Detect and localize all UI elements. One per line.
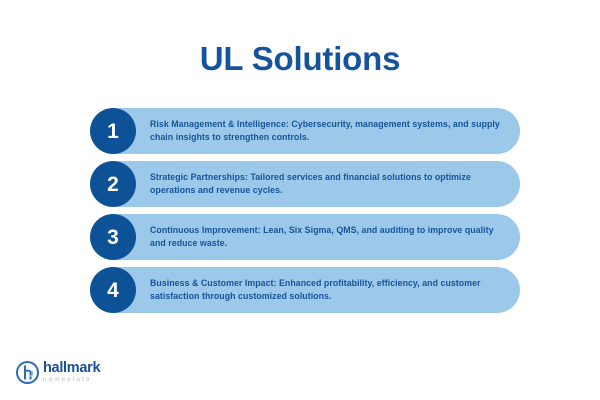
logo-name: hallmark bbox=[43, 360, 101, 376]
list-item-number-badge: 3 bbox=[90, 214, 136, 260]
logo-subtitle: nameplate bbox=[43, 376, 92, 383]
hallmark-h-circle-icon bbox=[16, 361, 39, 384]
list-item-pill bbox=[96, 108, 520, 154]
list-item: 3 Continuous Improvement: Lean, Six Sigm… bbox=[90, 214, 520, 260]
list-item-text: Strategic Partnerships: Tailored service… bbox=[150, 172, 471, 195]
numbered-list: 1 Risk Management & Intelligence: Cybers… bbox=[90, 108, 520, 320]
brand-logo: hallmark nameplate bbox=[16, 360, 101, 384]
list-item-number-badge: 2 bbox=[90, 161, 136, 207]
list-item: 1 Risk Management & Intelligence: Cybers… bbox=[90, 108, 520, 154]
list-item: 4 Business & Customer Impact: Enhanced p… bbox=[90, 267, 520, 313]
list-item-pill bbox=[96, 161, 520, 207]
page-title: UL Solutions bbox=[199, 40, 401, 77]
list-item-number-badge: 4 bbox=[90, 267, 136, 313]
logo-wordmark: hallmark nameplate bbox=[43, 360, 101, 384]
list-item: 2 Strategic Partnerships: Tailored servi… bbox=[90, 161, 520, 207]
list-item-pill bbox=[96, 267, 520, 313]
list-item-text: Business & Customer Impact: Enhanced pro… bbox=[150, 278, 481, 301]
list-item-text: Risk Management & Intelligence: Cybersec… bbox=[150, 119, 500, 142]
list-item-number-badge: 1 bbox=[90, 108, 136, 154]
list-item-text: Continuous Improvement: Lean, Six Sigma,… bbox=[150, 225, 494, 248]
list-item-pill bbox=[96, 214, 520, 260]
